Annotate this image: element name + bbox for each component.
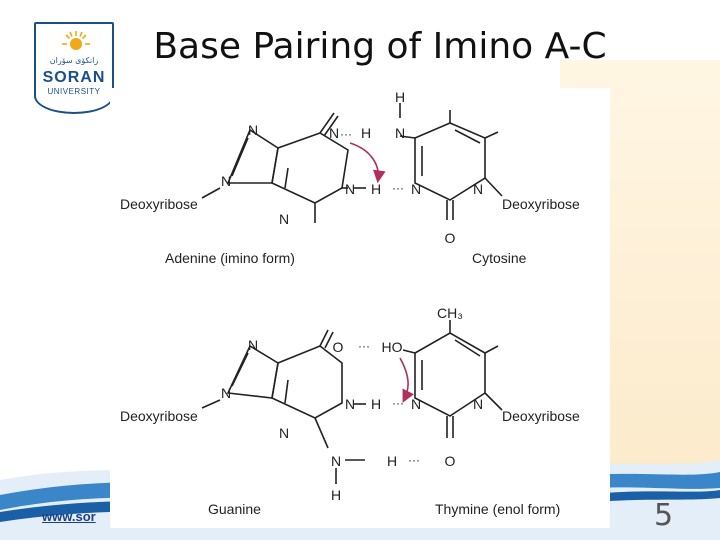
footer-link[interactable]: www.sor	[42, 509, 96, 524]
hbond-dots: ···	[392, 396, 404, 410]
top-tautomer-arrow	[349, 142, 386, 184]
atom-label: N	[279, 211, 289, 227]
atom-label: N	[345, 396, 355, 412]
atom-label: N	[411, 396, 421, 412]
hbond-dots: ···	[408, 453, 420, 467]
slide-number: 5	[654, 498, 674, 533]
atom-label: H	[331, 487, 341, 503]
bottom-pair	[201, 320, 503, 484]
top-pair	[201, 103, 503, 223]
right-sugar-label: Deoxyribose	[502, 408, 580, 424]
atom-label: H	[371, 396, 381, 412]
methyl-label: CH₃	[437, 305, 463, 321]
left-base-label: Adenine (imino form)	[165, 250, 295, 266]
right-sugar-label: Deoxyribose	[502, 196, 580, 212]
right-base-label: Cytosine	[472, 250, 527, 266]
atom-label: N	[473, 396, 483, 412]
left-sugar-label: Deoxyribose	[120, 408, 198, 424]
atom-label: N	[248, 122, 258, 138]
atom-label: H	[395, 89, 405, 105]
atom-label: HO	[382, 339, 403, 355]
atom-label: H	[361, 125, 371, 141]
logo-arabic-text: زانكۆی سۆران	[49, 56, 99, 65]
atom-label: O	[333, 339, 344, 355]
atom-label: O	[445, 230, 456, 246]
atom-label: N	[411, 181, 421, 197]
base-pairing-diagram: H N ··· H N N H ··· N N O N N N Deoxyrib…	[110, 88, 610, 528]
hbond-dots: ···	[340, 127, 352, 141]
sun-icon	[62, 31, 90, 50]
atom-label: N	[345, 181, 355, 197]
atom-label: O	[445, 453, 456, 469]
atom-label: N	[221, 385, 231, 401]
atom-label: N	[248, 337, 258, 353]
atom-label: H	[387, 453, 397, 469]
atom-label: N	[331, 453, 341, 469]
hbond-dots: ···	[358, 339, 370, 353]
atom-label: H	[371, 181, 381, 197]
atom-label: N	[279, 425, 289, 441]
university-logo: زانكۆی سۆران SORAN UNIVERSITY	[34, 22, 114, 114]
right-base-label: Thymine (enol form)	[435, 501, 560, 517]
atom-label: N	[473, 181, 483, 197]
atom-label: N	[395, 125, 405, 141]
slide-title: Base Pairing of Imino A-C	[153, 26, 607, 67]
left-sugar-label: Deoxyribose	[120, 196, 198, 212]
bottom-tautomer-arrow	[399, 357, 415, 403]
atom-label: N	[221, 173, 231, 189]
left-base-label: Guanine	[208, 501, 261, 517]
logo-subtitle: UNIVERSITY	[47, 87, 101, 96]
hbond-dots: ···	[392, 181, 404, 195]
logo-name: SORAN	[42, 69, 106, 86]
atom-label: N	[329, 125, 339, 141]
